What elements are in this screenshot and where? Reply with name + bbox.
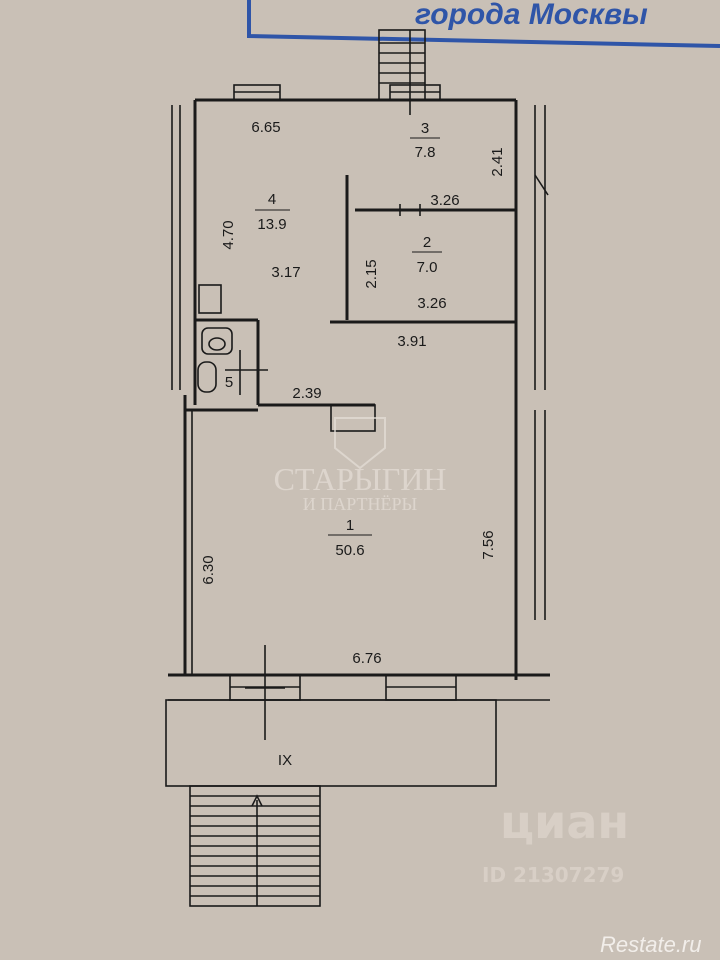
stamp: города Москвы (247, 0, 720, 48)
room-3-area: 7.8 (415, 144, 436, 161)
room-1-area: 50.6 (335, 542, 364, 559)
room-4-area: 13.9 (257, 216, 286, 233)
room-1-number: 1 (346, 517, 354, 534)
dim-4-70: 4.70 (220, 220, 237, 249)
walls (165, 29, 550, 907)
cian-logo: циан (500, 795, 629, 849)
room-2-number: 2 (423, 234, 431, 251)
dim-3-26-top: 3.26 (430, 192, 459, 209)
dim-3-91: 3.91 (397, 333, 426, 350)
agency-watermark-line1: СТАРЫГИН (274, 461, 447, 497)
dim-2-41: 2.41 (489, 147, 506, 176)
dim-2-15: 2.15 (363, 259, 380, 288)
dim-6-65: 6.65 (251, 119, 280, 136)
room-4-number: 4 (268, 191, 276, 208)
dim-2-39: 2.39 (292, 385, 321, 402)
cian-id: ID 21307279 (482, 863, 624, 887)
room-3-number: 3 (421, 120, 429, 137)
stamp-text: города Москвы (415, 0, 648, 31)
restate-watermark: Restate.ru (600, 932, 702, 957)
agency-watermark-line2: И ПАРТНЁРЫ (303, 494, 418, 514)
dim-3-26-bottom: 3.26 (417, 295, 446, 312)
porch-label: IX (278, 752, 292, 769)
shield-icon (334, 417, 386, 470)
room-5-number: 5 (225, 374, 233, 391)
dim-7-56: 7.56 (480, 530, 497, 559)
dim-6-30: 6.30 (200, 555, 217, 584)
room-2-area: 7.0 (417, 259, 438, 276)
dim-3-17: 3.17 (271, 264, 300, 281)
dim-6-76: 6.76 (352, 650, 381, 667)
agency-watermark: СТАРЫГИН И ПАРТНЁРЫ (274, 417, 447, 514)
cian-watermark: циан ID 21307279 (482, 795, 629, 887)
